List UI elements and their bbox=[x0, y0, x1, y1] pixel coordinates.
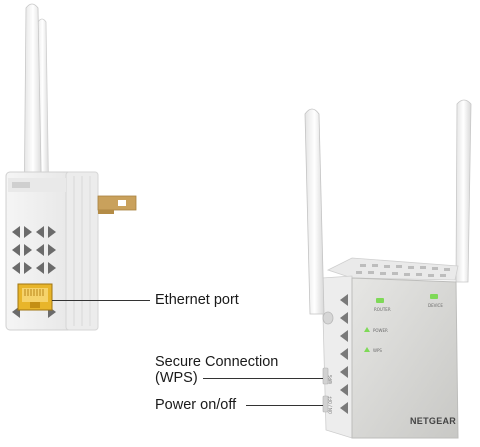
ethernet-port bbox=[17, 283, 53, 311]
side-label-power: ON / OFF bbox=[328, 396, 333, 414]
led-power: POWER bbox=[364, 327, 388, 333]
right-antenna bbox=[455, 99, 472, 283]
side-vent-grille bbox=[12, 226, 56, 318]
svg-text:ROUTER: ROUTER bbox=[374, 307, 391, 312]
left-antenna bbox=[304, 108, 325, 315]
brand-logo: NETGEAR bbox=[410, 416, 456, 426]
led-device: DEVICE bbox=[428, 294, 443, 308]
ethernet-callout-line bbox=[52, 300, 150, 301]
side-label-wps: WPS bbox=[328, 375, 333, 384]
extender-front-view: WPS ON / OFF ROUTER DEVICE POWER WPS NET… bbox=[304, 99, 472, 439]
svg-text:WPS: WPS bbox=[373, 348, 382, 353]
power-side-switch bbox=[322, 395, 329, 413]
extender-side-view bbox=[5, 3, 137, 331]
svg-text:DEVICE: DEVICE bbox=[428, 303, 443, 308]
front-side-vents bbox=[340, 294, 348, 414]
power-callout-line bbox=[246, 405, 323, 406]
svg-text:POWER: POWER bbox=[373, 328, 388, 333]
led-wps: WPS bbox=[364, 347, 382, 353]
plug-prong bbox=[97, 195, 137, 211]
power-label: Power on/off bbox=[155, 397, 237, 413]
front-face bbox=[351, 277, 459, 439]
wps-label-line2: (WPS) bbox=[155, 370, 198, 386]
led-router: ROUTER bbox=[374, 298, 391, 312]
ethernet-port-label: Ethernet port bbox=[155, 292, 239, 308]
wps-callout-line bbox=[203, 378, 323, 379]
wps-label-line1: Secure Connection bbox=[155, 354, 279, 370]
wps-side-button bbox=[322, 367, 329, 385]
